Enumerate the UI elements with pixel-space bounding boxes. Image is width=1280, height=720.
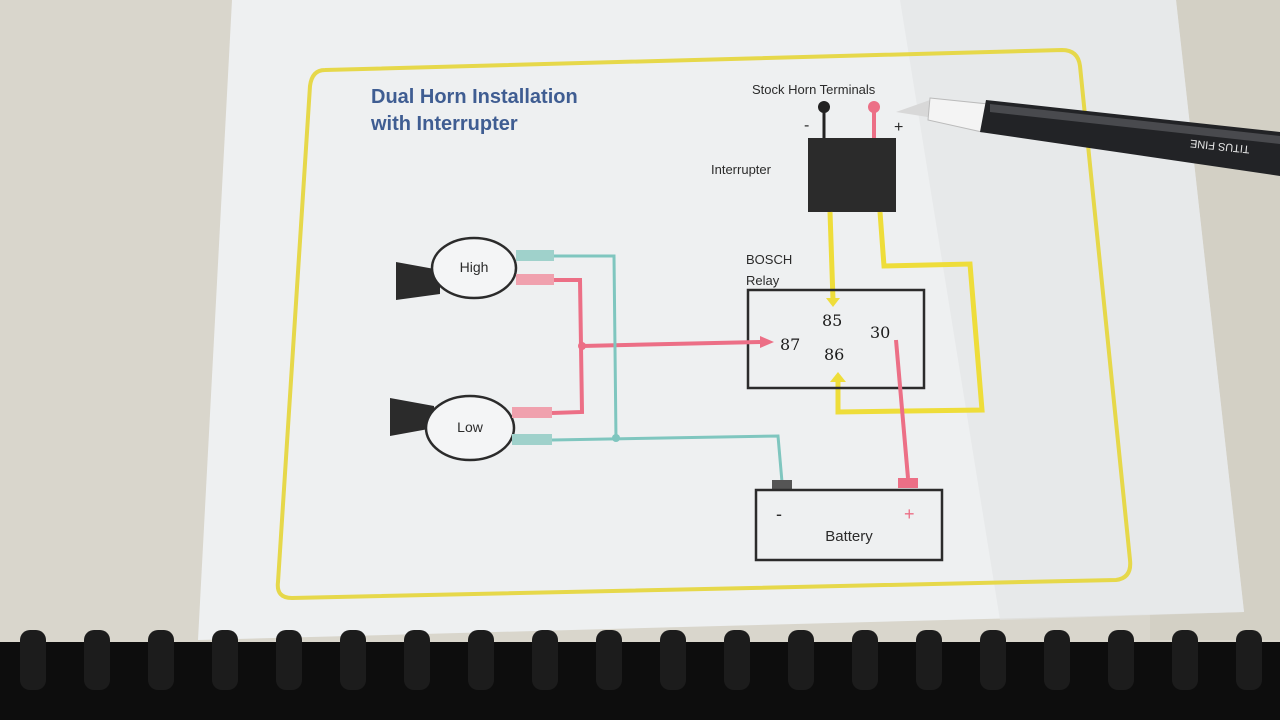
binder-ring <box>1172 630 1198 690</box>
binder-ring <box>596 630 622 690</box>
stock-positive-symbol: + <box>894 119 903 136</box>
pen-tip <box>896 100 934 118</box>
relay-pin-87: 87 <box>780 335 800 354</box>
horn-high-terminal-top <box>516 250 554 261</box>
battery-negative-post <box>772 480 792 490</box>
binder-ring <box>468 630 494 690</box>
battery-positive-post <box>898 478 918 488</box>
horn-high-label: High <box>460 259 489 275</box>
binder-ring <box>1108 630 1134 690</box>
battery-positive-symbol: + <box>904 504 915 524</box>
horn-low-body <box>424 394 516 462</box>
red-junction-dot <box>578 342 586 350</box>
wire-red-junction-to-87 <box>581 340 761 348</box>
binder-ring <box>532 630 558 690</box>
binder-ring <box>980 630 1006 690</box>
binder-ring <box>276 630 302 690</box>
pin-85-arrow <box>826 298 840 307</box>
horn-high-body <box>430 236 518 300</box>
horn-high-terminal-bottom <box>516 274 554 285</box>
diagram-border <box>275 47 1133 601</box>
horn-low-terminal-bottom <box>512 434 552 445</box>
binder-comb <box>0 630 1280 720</box>
binder-ring <box>852 630 878 690</box>
binder-ring <box>788 630 814 690</box>
pen-barrel-highlight <box>990 104 1280 144</box>
wire-teal-high-ground <box>552 254 618 441</box>
interrupter-box <box>808 138 896 212</box>
wire-yellow-interrupter-86 <box>835 211 985 415</box>
binder-ring <box>660 630 686 690</box>
horn-low-label: Low <box>457 419 484 435</box>
relay-pin-85: 85 <box>822 311 842 330</box>
battery-box <box>754 488 944 562</box>
diagram-title-line1: Dual Horn Installation <box>371 86 578 108</box>
relay-pin-86: 86 <box>824 345 844 364</box>
wire-teal-low-to-battery <box>551 434 784 483</box>
binder-ring <box>1236 630 1262 690</box>
stock-horn-terminals-label: Stock Horn Terminals <box>752 82 876 97</box>
binder-rings <box>20 630 1262 690</box>
pin-87-arrow <box>760 336 774 348</box>
relay-pin-30: 30 <box>870 323 890 342</box>
wire-red-30-to-battery <box>894 339 910 479</box>
wire-yellow-interrupter-85 <box>827 211 836 301</box>
binder-ring <box>916 630 942 690</box>
battery-label: Battery <box>825 528 873 545</box>
relay-label-brand: BOSCH <box>746 252 792 267</box>
relay-box <box>746 288 926 390</box>
horn-low-terminal-top <box>512 407 552 418</box>
horn-high-bell <box>396 262 440 300</box>
binder-ring <box>212 630 238 690</box>
stock-negative-symbol: - <box>804 117 809 134</box>
stock-terminal-negative-cap <box>818 101 830 113</box>
binder-ring <box>1044 630 1070 690</box>
binder-ring <box>724 630 750 690</box>
binder-ring <box>20 630 46 690</box>
pen: TITUS FINE <box>896 97 1280 176</box>
binder-ring <box>84 630 110 690</box>
horn-low-bell <box>390 398 434 436</box>
binder-spine <box>0 642 1280 720</box>
pin-86-arrow <box>830 372 846 382</box>
teal-junction-dot <box>612 434 620 442</box>
relay-label-type: Relay <box>746 273 780 288</box>
diagram-title-line2: with Interrupter <box>370 113 518 135</box>
interrupter-label: Interrupter <box>711 162 772 177</box>
binder-ring <box>340 630 366 690</box>
battery-negative-symbol: - <box>776 504 782 524</box>
stock-terminal-positive-cap <box>868 101 880 113</box>
binder-ring <box>404 630 430 690</box>
binder-ring <box>148 630 174 690</box>
